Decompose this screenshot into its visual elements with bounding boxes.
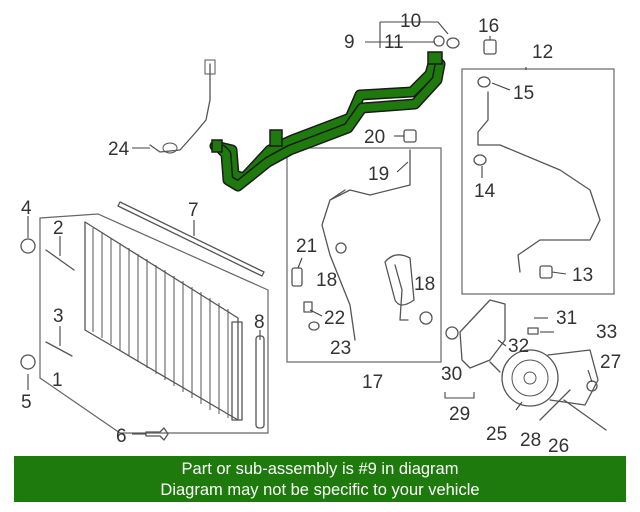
hose-group-17-box (286, 147, 442, 363)
callout-26: 26 (548, 436, 569, 457)
condenser-group-box (39, 213, 269, 434)
callout-25: 25 (486, 424, 507, 445)
callout-33: 33 (596, 322, 617, 343)
callout-28: 28 (520, 430, 541, 451)
o-ring-14[interactable] (473, 154, 487, 166)
cap-part-16[interactable] (483, 39, 497, 55)
callout-24: 24 (108, 139, 130, 160)
callout-1: 1 (52, 370, 63, 391)
isolator-part-4[interactable] (20, 238, 36, 254)
callout-23: 23 (330, 338, 351, 359)
callout-27: 27 (600, 352, 621, 373)
callout-7: 7 (188, 200, 199, 221)
callout-8: 8 (254, 312, 265, 333)
callout-11: 11 (384, 32, 404, 53)
bracket-part-31[interactable] (459, 299, 506, 369)
drier-part-8[interactable] (255, 335, 265, 429)
callout-32: 32 (508, 336, 529, 357)
fitting-part-13[interactable] (539, 265, 553, 279)
o-ring-10[interactable] (446, 37, 460, 49)
isolator-part-5[interactable] (20, 354, 36, 370)
o-ring-23[interactable] (308, 321, 320, 331)
bolt-part-32[interactable] (489, 361, 501, 373)
callout-30: 30 (441, 364, 462, 385)
condenser-part-1[interactable] (84, 221, 243, 421)
callout-2: 2 (53, 218, 64, 239)
cap-part-15[interactable] (477, 76, 491, 88)
callout-18a: 18 (316, 270, 337, 291)
callout-15: 15 (513, 83, 534, 104)
compressor-part-25[interactable] (501, 349, 599, 407)
hose-24-fitting (204, 59, 216, 75)
cap-part-20[interactable] (403, 129, 417, 143)
callout-9: 9 (344, 32, 355, 53)
callout-labels: 9 11 10 16 12 15 14 13 20 19 24 21 18 18… (21, 11, 621, 457)
bolt-part-33[interactable] (527, 327, 539, 335)
switch-part-21[interactable] (291, 267, 303, 287)
bolt-part-26[interactable] (563, 399, 607, 431)
hose-24-clamp (162, 142, 178, 154)
callout-17: 17 (362, 372, 383, 393)
callout-16: 16 (478, 16, 499, 37)
info-banner: Part or sub-assembly is #9 in diagram Di… (14, 456, 626, 502)
callout-5: 5 (21, 392, 32, 413)
valve-part-22[interactable] (303, 301, 313, 313)
bracket-part-2[interactable] (45, 249, 75, 271)
leader-lines (27, 21, 593, 435)
banner-line-part-info: Part or sub-assembly is #9 in diagram (181, 460, 459, 478)
highlighted-ac-line-part-9[interactable] (209, 51, 446, 192)
hose-part-24[interactable] (149, 63, 211, 153)
callout-3: 3 (53, 306, 64, 327)
o-ring-18a[interactable] (335, 242, 347, 254)
callout-12: 12 (532, 42, 553, 63)
callout-22: 22 (324, 308, 345, 329)
callout-4: 4 (21, 198, 32, 219)
o-ring-18b[interactable] (419, 311, 433, 325)
callout-13: 13 (572, 265, 593, 286)
callout-31: 31 (556, 308, 577, 329)
hose-group-12-lines[interactable] (477, 91, 601, 273)
hose-group-12-box (461, 68, 615, 295)
bolt-part-30[interactable] (445, 326, 459, 340)
callout-20: 20 (364, 127, 385, 148)
callout-6: 6 (116, 426, 127, 447)
bolt-part-6[interactable] (145, 427, 169, 441)
bolt-part-28[interactable] (539, 389, 571, 421)
callout-14: 14 (474, 181, 496, 202)
o-ring-11[interactable] (433, 35, 445, 47)
callout-29: 29 (449, 404, 470, 425)
seal-part-7[interactable] (117, 201, 265, 277)
banner-line-disclaimer: Diagram may not be specific to your vehi… (160, 481, 480, 499)
callout-10: 10 (400, 11, 421, 32)
callout-19: 19 (368, 164, 389, 185)
callout-18b: 18 (414, 274, 435, 295)
callout-21: 21 (296, 236, 317, 257)
muffler-part-17[interactable] (384, 254, 415, 306)
bracket-part-3[interactable] (45, 341, 73, 357)
